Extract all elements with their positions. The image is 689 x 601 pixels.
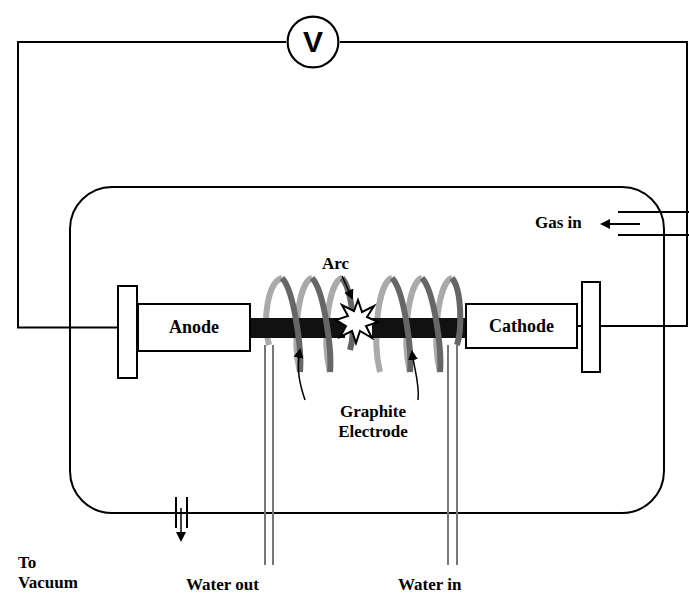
vacuum-arrow (180, 508, 182, 540)
part-label: Gas in (535, 213, 582, 233)
water-pipe (264, 345, 266, 565)
part-label: Graphite Electrode (326, 402, 420, 443)
water-pipe (456, 345, 458, 565)
arc-spark (336, 300, 378, 343)
coil-front (282, 278, 353, 372)
coil-front (392, 278, 460, 372)
part-label: Arc (322, 254, 349, 274)
leader-line (412, 352, 418, 400)
node-text: V (303, 25, 323, 59)
circuit-wire (340, 42, 687, 326)
cathode-box: Cathode (465, 303, 578, 349)
gas-tube (618, 211, 689, 213)
vacuum-chamber (70, 187, 664, 513)
vacuum-pipe (175, 497, 177, 528)
voltmeter-circle: V (286, 15, 340, 69)
graphite-rod (372, 318, 465, 338)
anode-flange (118, 286, 137, 378)
part-label: Water in (398, 575, 461, 595)
cooling-coil-front (282, 278, 460, 372)
circuit-wire (18, 42, 286, 328)
cathode-flange (582, 282, 600, 372)
part-label: Water out (186, 575, 259, 595)
vacuum-pipe (186, 497, 188, 528)
arc-pointer (342, 276, 352, 298)
gas-arrow (602, 223, 640, 225)
leader-line (298, 350, 305, 400)
circle-shape (288, 17, 339, 68)
node-text: Cathode (489, 316, 554, 337)
gas-tube (618, 234, 689, 236)
anode-box: Anode (137, 303, 251, 352)
part-label: To Vacuum (18, 553, 96, 594)
water-pipe (272, 345, 274, 565)
node-text: Anode (169, 317, 219, 338)
water-pipe (447, 345, 449, 565)
